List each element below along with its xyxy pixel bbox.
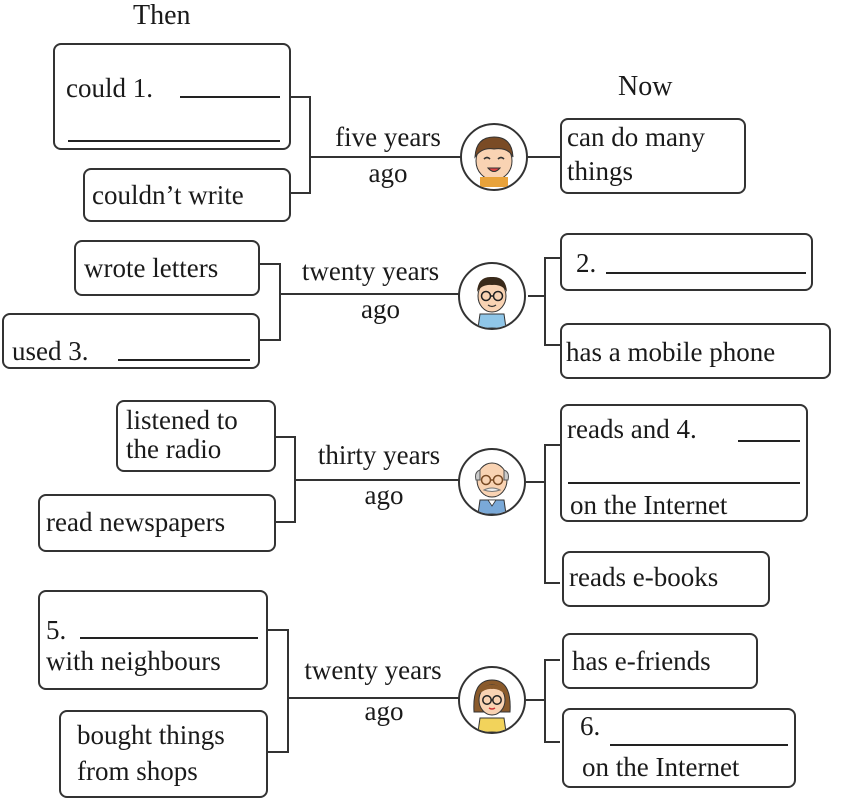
- then-box-radio: [116, 400, 276, 472]
- then-text-shops-2: from shops: [77, 756, 198, 786]
- now-box-6: [562, 708, 796, 788]
- answer-blank-4a[interactable]: [738, 440, 800, 442]
- now-text-can-do-2: things: [567, 156, 634, 186]
- time-label-line2: ago: [364, 696, 404, 726]
- then-box-shops: [59, 710, 268, 798]
- now-box-2: [560, 233, 813, 291]
- header-now: Now: [618, 71, 673, 102]
- now-text-ebooks: reads e-books: [569, 562, 719, 592]
- then-text-5: 5.: [46, 615, 67, 645]
- header-then: Then: [133, 0, 191, 31]
- now-text-4-line2: on the Internet: [570, 490, 728, 520]
- now-text-efriends: has e-friends: [572, 646, 711, 676]
- now-box-ebooks: [562, 551, 770, 607]
- now-box-efriends: [562, 633, 758, 689]
- time-label-line2: ago: [364, 480, 404, 510]
- then-text-shops-1: bought things: [77, 720, 225, 750]
- then-text-neighbours: with neighbours: [46, 646, 221, 676]
- then-box-5: [38, 590, 268, 690]
- now-text-2: 2.: [576, 248, 597, 278]
- time-label-line1: thirty years: [317, 440, 441, 470]
- now-text-4-line1: reads and 4.: [567, 414, 697, 444]
- answer-blank-5[interactable]: [80, 637, 258, 639]
- answer-blank-2[interactable]: [606, 272, 806, 274]
- then-text-used: used 3.: [12, 336, 89, 366]
- then-text-could: could 1.: [66, 73, 153, 103]
- then-text-radio-2: the radio: [126, 434, 222, 464]
- time-label-line1: twenty years: [301, 256, 440, 286]
- time-label-line1: twenty years: [304, 655, 442, 685]
- now-text-mobile: has a mobile phone: [566, 337, 776, 367]
- now-text-can-do-1: can do many: [567, 122, 705, 152]
- then-text-wrote-letters: wrote letters: [84, 253, 219, 283]
- now-box-can-do: [560, 118, 746, 194]
- woman-glasses-face-icon: [458, 666, 526, 734]
- then-box-couldnt-write: [83, 168, 291, 222]
- grandfather-face-icon: [458, 448, 526, 516]
- then-text-newspapers: read newspapers: [46, 507, 226, 537]
- then-text-radio-1: listened to: [126, 405, 238, 435]
- then-box-wrote-letters: [74, 240, 260, 296]
- answer-blank-3[interactable]: [118, 359, 250, 361]
- then-box-newspapers: [38, 494, 276, 552]
- then-text-couldnt-write: couldn’t write: [92, 180, 244, 210]
- answer-blank-4b[interactable]: [568, 482, 800, 484]
- answer-blank-1b[interactable]: [68, 140, 280, 142]
- time-label-line2: ago: [368, 158, 408, 188]
- now-box-mobile: [560, 323, 831, 379]
- now-box-4: [560, 404, 808, 522]
- time-label-line1: five years: [335, 122, 441, 152]
- boy-face-icon: [460, 123, 528, 191]
- young-man-glasses-face-icon: [458, 262, 526, 330]
- answer-blank-6[interactable]: [610, 744, 788, 746]
- time-label-line2: ago: [361, 294, 400, 324]
- now-text-6: 6.: [580, 711, 601, 741]
- now-text-internet: on the Internet: [582, 752, 740, 782]
- answer-blank-1a[interactable]: [180, 96, 280, 98]
